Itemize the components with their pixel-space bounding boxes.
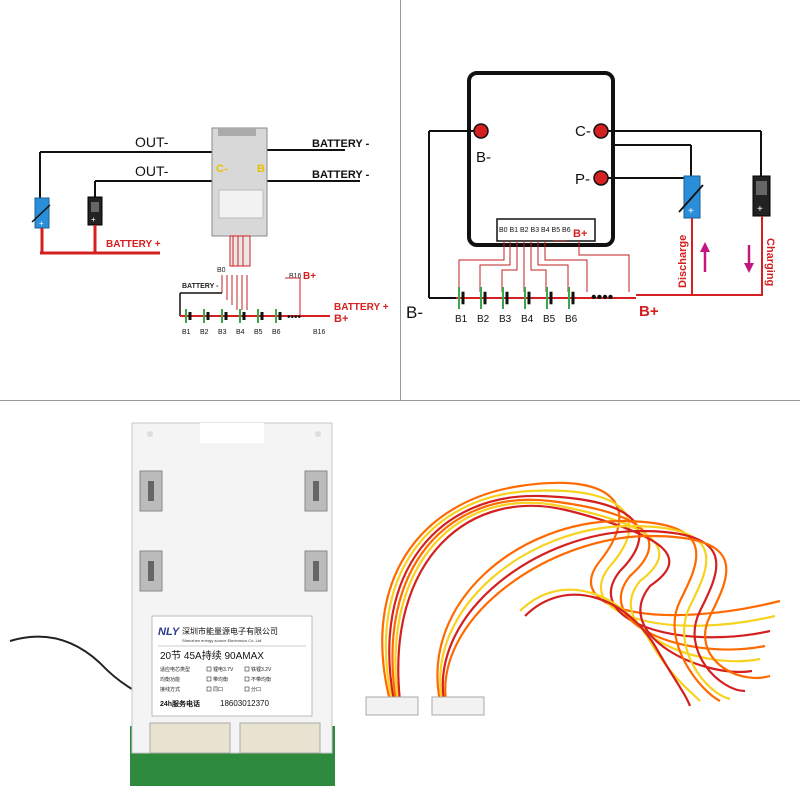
b-minus-bottom-label: B- <box>406 303 423 322</box>
checkbox-li37 <box>206 666 212 672</box>
discharge-label: Discharge <box>677 235 689 288</box>
svg-text:+: + <box>688 206 694 217</box>
b-plus-bottom-label: B+ <box>639 303 659 320</box>
p-minus-label: P- <box>575 171 590 188</box>
cell-label: B2 <box>477 314 490 325</box>
balance-label: 均衡功能 <box>160 676 180 683</box>
cell-label: B4 <box>236 329 245 336</box>
horizontal-divider <box>0 400 800 401</box>
bms-box <box>467 71 615 247</box>
cell-label: B3 <box>499 314 512 325</box>
cell-label: B1 <box>182 329 191 336</box>
charging-arrow-icon <box>744 245 754 273</box>
battery-plus-label-right: BATTERY + <box>334 302 389 313</box>
b16-top-label: B16 <box>289 273 302 280</box>
wiring-opt2: 分口 <box>251 686 261 693</box>
brand-logo: NLY <box>158 626 181 638</box>
product-label <box>151 615 313 717</box>
b-plus-top-label: B+ <box>303 271 316 282</box>
company-name-en: Shenzhen energy source Electronics Co.,L… <box>182 638 262 643</box>
b16-bottom-label: B16 <box>313 329 326 336</box>
cell-type-opt1: 锂电3.7V <box>213 666 234 673</box>
load-capacitor-icon: + <box>31 197 51 229</box>
cell-label: B5 <box>543 314 556 325</box>
cell-string-right: B1 B2 B3 B4 B5 B6 <box>455 287 578 325</box>
battery-plus-label-left: BATTERY + <box>106 239 161 250</box>
wiring-diagram-right: B- C- P- B0 B1 B2 B3 B4 B5 B6 •••••••• B… <box>401 0 800 400</box>
bms-board-device <box>211 127 268 267</box>
wiring-diagram-right-svg: B- C- P- B0 B1 B2 B3 B4 B5 B6 •••••••• B… <box>406 71 776 325</box>
discharge-arrow-icon <box>700 242 710 272</box>
header-pins-label: B0 B1 B2 B3 B4 B5 B6 <box>499 227 571 234</box>
cell-label: B5 <box>254 329 263 336</box>
cell-label: B6 <box>565 314 578 325</box>
balance-opt1: 带均衡 <box>213 676 228 683</box>
out-minus-label-1: OUT- <box>135 134 169 150</box>
cell-label: B6 <box>272 329 281 336</box>
b-minus-terminal-icon <box>473 123 489 139</box>
balance-opt2: 不带均衡 <box>251 676 271 683</box>
cell-dots-left: •••• <box>287 312 302 323</box>
spec-line: 20节 45A持续 90AMAX <box>160 649 264 662</box>
balance-header <box>496 218 596 242</box>
temperature-sensor-wire <box>9 635 133 690</box>
p-minus-terminal-icon <box>593 170 609 186</box>
battery-minus-label-2: BATTERY - <box>312 169 370 181</box>
checkbox-balance <box>206 676 212 682</box>
header-dots: •••••••• <box>553 239 567 245</box>
product-photo: NLY 深圳市能量源电子有限公司 Shenzhen energy source … <box>0 401 800 800</box>
cell-type-label: 适应电芯类型 <box>160 666 190 673</box>
wiring-diagram-left: OUT- OUT- BATTERY - BATTERY - + + BATTER… <box>0 0 400 400</box>
load-capacitor-icon: + <box>678 175 704 219</box>
company-name-cn: 深圳市能量源电子有限公司 <box>182 626 278 636</box>
balance-wire-harness <box>381 481 781 707</box>
b-plus-bottom-label: B+ <box>334 313 348 325</box>
checkbox-no-balance <box>244 676 250 682</box>
balance-tap-wires <box>458 241 630 292</box>
cell-label: B2 <box>200 329 209 336</box>
checkbox-split-port <box>244 686 250 692</box>
product-photo-svg: NLY 深圳市能量源电子有限公司 Shenzhen energy source … <box>9 422 781 786</box>
b-minus-label: B- <box>476 149 491 166</box>
b0-label: B0 <box>217 267 226 274</box>
cell-dots-right: •••• <box>591 289 613 306</box>
checkbox-same-port <box>206 686 212 692</box>
c-minus-label: C- <box>575 123 591 140</box>
wiring-label: 接线方式 <box>160 686 180 693</box>
balance-connector-1 <box>365 696 419 716</box>
out-minus-label-2: OUT- <box>135 163 169 179</box>
c-minus-terminal-icon <box>593 123 609 139</box>
battery-minus-bottom-label: BATTERY - <box>182 283 219 290</box>
wiring-diagram-left-svg: OUT- OUT- BATTERY - BATTERY - + + BATTER… <box>31 127 389 336</box>
balance-tap-wires <box>221 275 300 310</box>
svg-text:+: + <box>39 219 44 228</box>
c-minus-label: C- <box>216 163 228 175</box>
service-phone: 18603012370 <box>220 699 269 708</box>
checkbox-lfp32 <box>244 666 250 672</box>
service-label: 24h服务电话 <box>160 699 200 708</box>
svg-text:+: + <box>757 204 763 215</box>
charging-label: Charging <box>764 238 776 286</box>
wiring-opt1: 同口 <box>213 687 223 693</box>
header-b-plus-label: B+ <box>573 228 587 240</box>
cell-label: B3 <box>218 329 227 336</box>
charger-icon: + <box>752 175 771 217</box>
bms-board <box>130 422 335 786</box>
battery-minus-label-1: BATTERY - <box>312 138 370 150</box>
cell-string-left: B1 B2 B3 B4 B5 B6 <box>182 309 282 336</box>
cell-label: B4 <box>521 314 534 325</box>
svg-text:+: + <box>91 215 96 224</box>
vertical-divider <box>400 0 401 400</box>
cell-type-opt2: 铁锂3.2V <box>251 666 272 673</box>
balance-connector-2 <box>431 696 485 716</box>
charger-icon: + <box>87 196 103 226</box>
b-label: B <box>257 163 265 175</box>
cell-label: B1 <box>455 314 468 325</box>
